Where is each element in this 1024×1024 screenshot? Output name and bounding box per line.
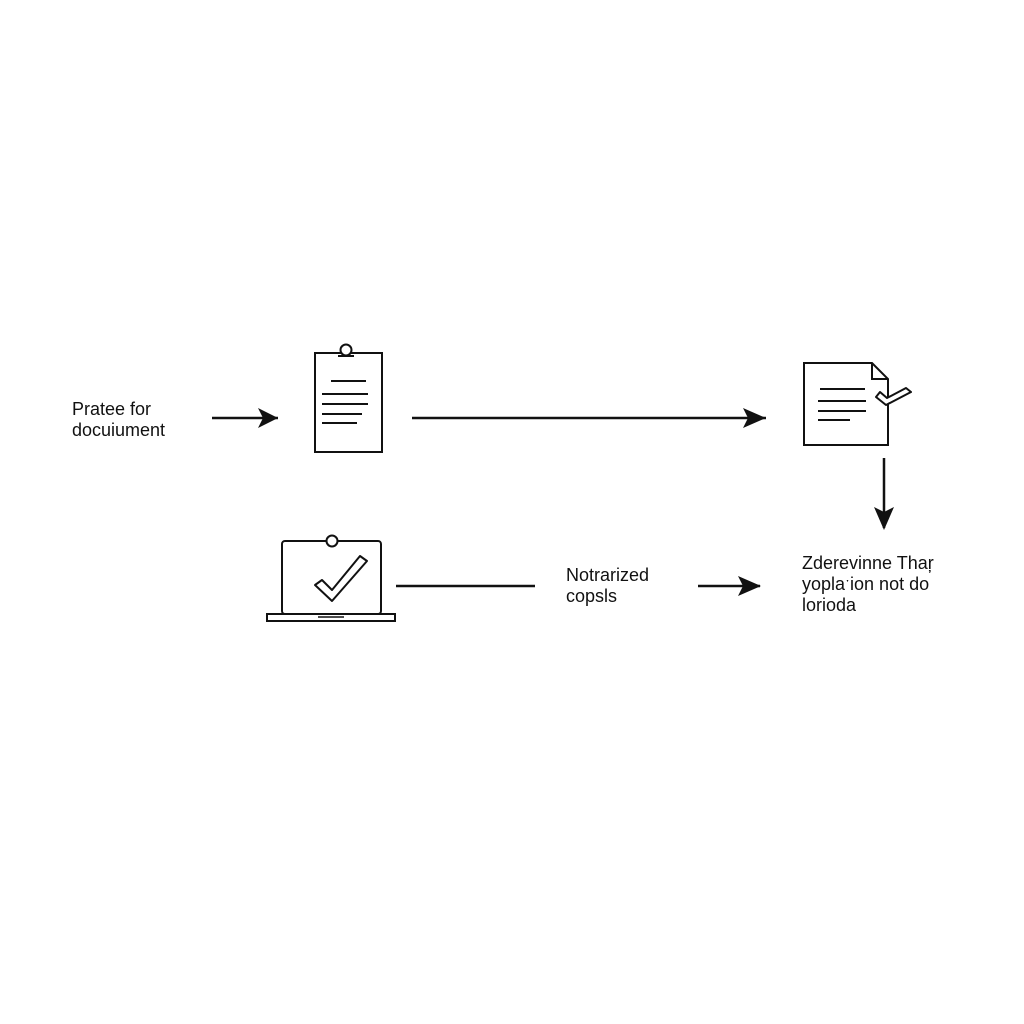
document-clipboard-icon [314,343,383,453]
start-node-line-1: Pratee for [72,399,152,419]
final-node-label: Zderevinne Thaŗ yoplaˑion not do lorioda [802,553,934,616]
laptop-check-icon [266,534,396,622]
arrow-document-to-checked-document [412,408,766,428]
final-node-line-1: Zderevinne Thaŗ [802,553,934,573]
notarized-node-line-2: copsls [566,586,618,606]
final-node-line-3: lorioda [802,595,857,615]
arrow-down-to-final [874,458,894,530]
arrow-start-to-document [212,408,278,428]
start-node-label: Pratee for docuiument [72,399,165,441]
final-node-line-2: yoplaˑion not do [802,574,930,594]
start-node-line-2: docuiument [72,420,166,440]
document-check-icon [803,362,912,446]
notarized-node-label: Notrarized copsls [566,565,649,607]
arrow-notarized-to-final [698,576,761,596]
notarized-node-line-1: Notrarized [566,565,650,585]
